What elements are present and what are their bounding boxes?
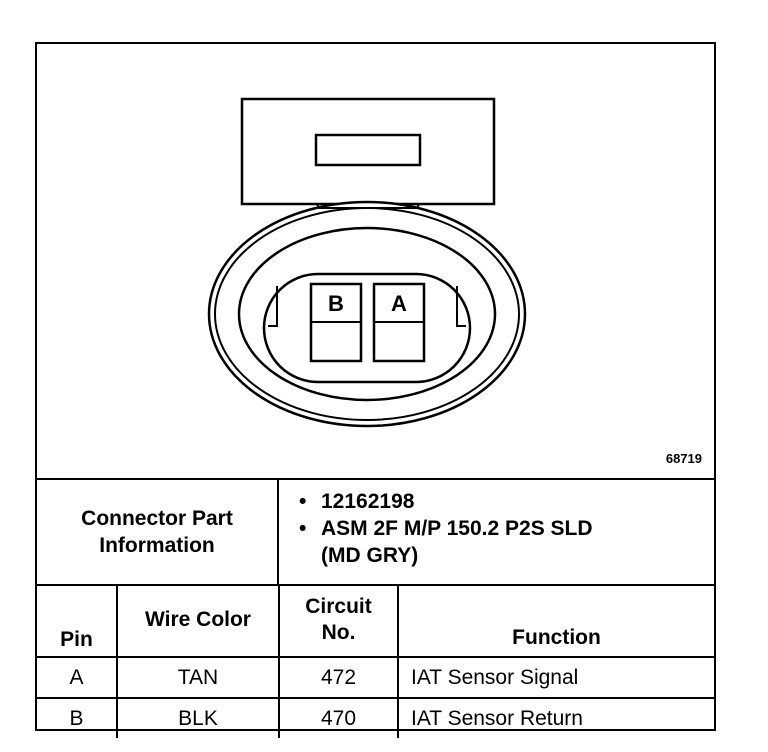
left-key <box>268 286 278 327</box>
header-circuit-line1: Circuit <box>305 595 372 618</box>
circuit-cell: 470 <box>278 697 399 738</box>
pin-cell: B <box>37 697 118 738</box>
connector-info-label-line2: Information <box>99 534 215 557</box>
connector-drawing: B A 68719 <box>37 44 714 480</box>
connector-info-row: Connector Part Information 12162198 ASM … <box>37 480 714 586</box>
pin-table-header: Pin Wire Color Circuit No. Function <box>37 584 714 658</box>
connector-info-label: Connector Part Information <box>37 480 279 584</box>
connector-sheet: B A 68719 Connector Part Information 121… <box>35 42 716 738</box>
latch-slot <box>314 133 422 167</box>
right-key <box>456 286 466 327</box>
part-number: 12162198 <box>299 488 714 515</box>
assembly-color: (MD GRY) <box>321 544 419 567</box>
connector-face-illustration: B A <box>207 97 527 428</box>
connector-info-label-line1: Connector Part <box>81 507 233 530</box>
terminal-cavity <box>262 272 472 384</box>
header-circuit-line2: No. <box>321 621 356 644</box>
pin-label-a: A <box>391 291 407 316</box>
connector-info-list: 12162198 ASM 2F M/P 150.2 P2S SLD (MD GR… <box>279 480 714 584</box>
assembly-description: ASM 2F M/P 150.2 P2S SLD <box>299 515 714 542</box>
header-wire-color: Wire Color <box>116 584 280 658</box>
pin-table: Pin Wire Color Circuit No. Function A TA… <box>37 584 714 738</box>
header-function: Function <box>397 584 714 658</box>
pin-cell: A <box>37 656 118 699</box>
table-row: A TAN 472 IAT Sensor Signal <box>37 656 714 699</box>
housing-notch <box>316 203 420 209</box>
header-circuit: Circuit No. <box>278 584 399 658</box>
seal-ring <box>237 226 497 402</box>
header-pin: Pin <box>37 584 118 658</box>
wire-color-cell: BLK <box>116 697 280 738</box>
table-row: B BLK 470 IAT Sensor Return <box>37 697 714 738</box>
function-cell: IAT Sensor Return <box>397 697 714 738</box>
figure-number: 68719 <box>665 451 702 466</box>
pin-label-b: B <box>328 291 344 316</box>
wire-color-cell: TAN <box>116 656 280 699</box>
function-cell: IAT Sensor Signal <box>397 656 714 699</box>
circuit-cell: 472 <box>278 656 399 699</box>
